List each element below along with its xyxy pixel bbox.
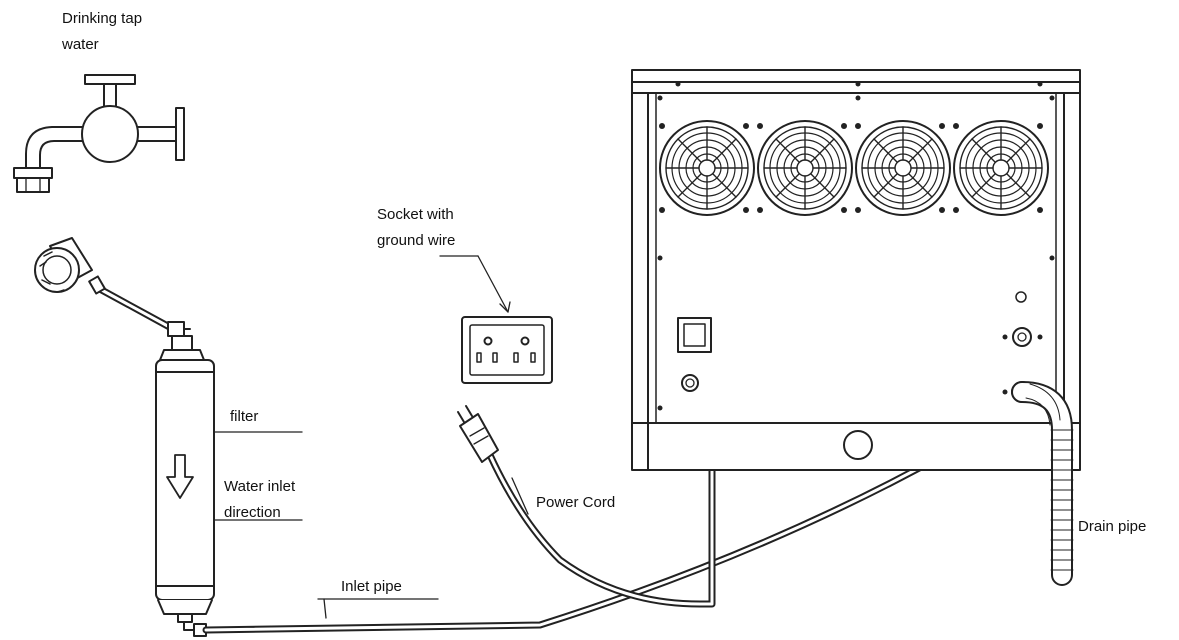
tap-connector-icon xyxy=(34,237,191,337)
filter-label: filter xyxy=(230,408,259,425)
water-direction-arrow-icon xyxy=(166,454,194,499)
cooling-fan-icon xyxy=(659,120,755,216)
filter-cartridge-icon xyxy=(155,335,215,637)
power-plug-icon xyxy=(457,405,499,463)
direction-label-line2: direction xyxy=(224,504,281,521)
cooling-fan-icon xyxy=(953,120,1049,216)
cooling-fan-icon xyxy=(757,120,853,216)
cooling-fan-icon xyxy=(855,120,951,216)
water-tap-icon xyxy=(13,74,185,193)
direction-label-line1: Water inlet xyxy=(224,478,296,495)
socket-label-line1: Socket with xyxy=(377,206,454,223)
socket-label-line2: ground wire xyxy=(377,232,456,249)
ice-machine-icon xyxy=(631,69,1081,471)
tap-label-line2: water xyxy=(62,36,99,53)
drain-pipe xyxy=(1011,381,1074,586)
water-inlet-port-icon xyxy=(1012,327,1032,347)
power-switch-icon xyxy=(677,317,712,353)
power-cord-label: Power Cord xyxy=(536,494,616,511)
power-cord xyxy=(486,380,716,608)
drain-pipe-label: Drain pipe xyxy=(1078,518,1147,535)
socket-icon xyxy=(439,255,553,384)
tap-label-line1: Drinking tap xyxy=(62,10,143,27)
power-inlet-icon xyxy=(681,374,699,392)
inlet-pipe-label: Inlet pipe xyxy=(341,578,402,595)
